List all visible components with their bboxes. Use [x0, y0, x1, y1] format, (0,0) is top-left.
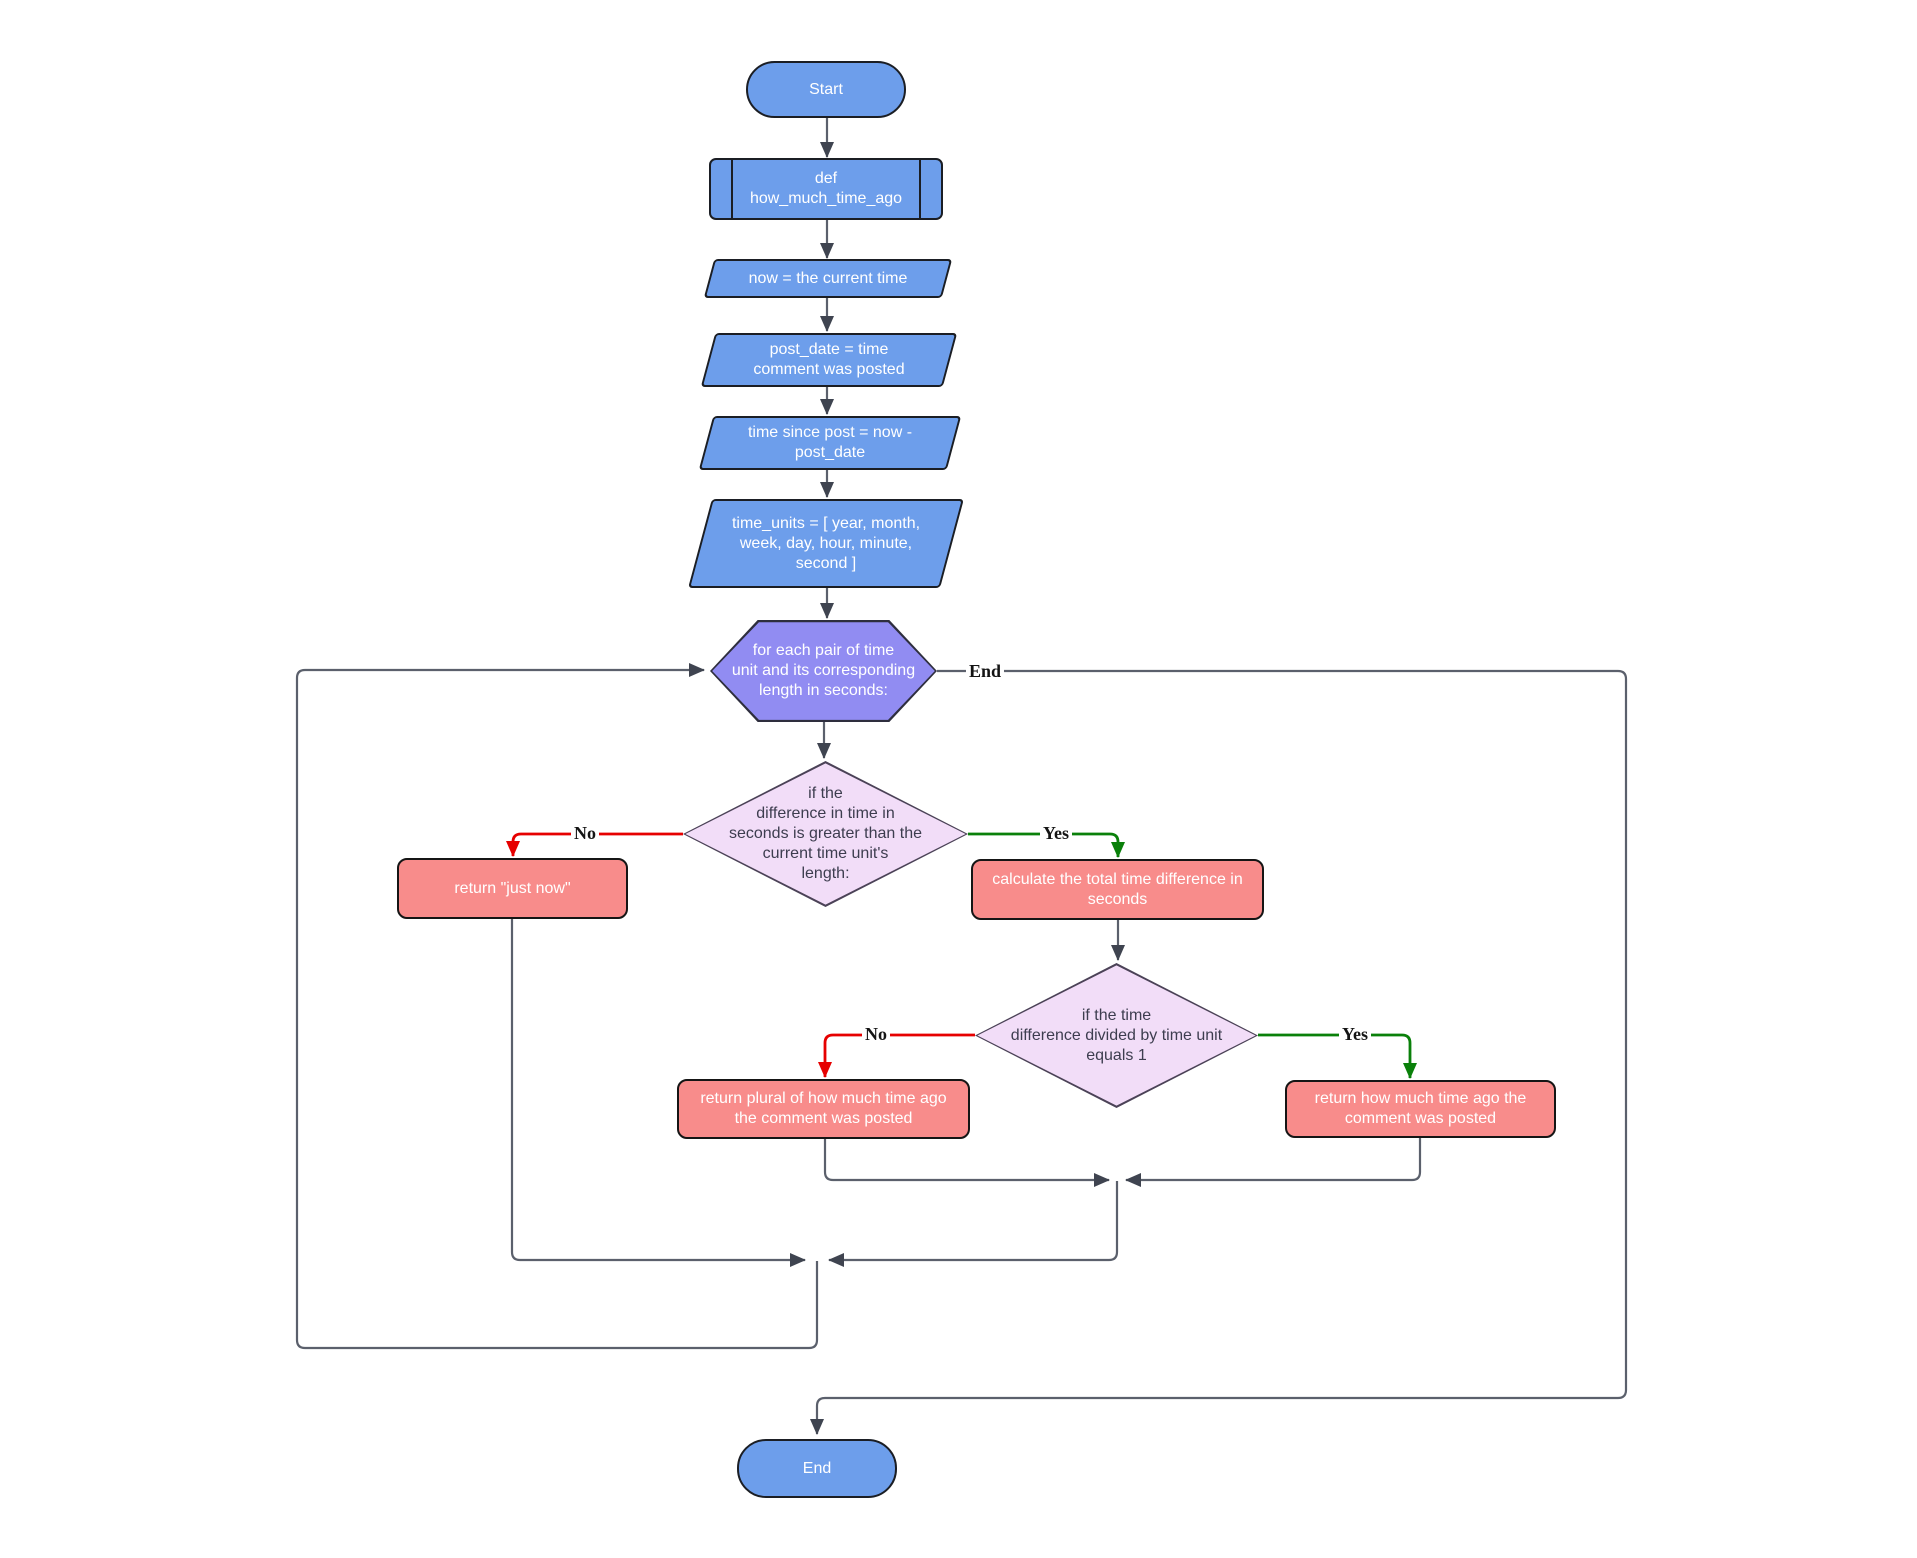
return-just-now-label: return "just now": [454, 879, 571, 897]
start-terminator: Start: [746, 61, 906, 118]
now-label: now = the current time: [748, 269, 908, 287]
edge-label-no: No: [862, 1025, 890, 1043]
edge-label-end: End: [965, 662, 1005, 680]
edge-label-yes: Yes: [1339, 1025, 1371, 1043]
time-units-label: time_units = [ year, month, week, day, h…: [731, 514, 921, 572]
data-time-units: time_units = [ year, month, week, day, h…: [688, 499, 964, 588]
calculate-total-label: calculate the total time difference in s…: [992, 870, 1243, 908]
subroutine-stripe-left: [731, 160, 733, 218]
loop-for-each-time-unit: for each pair of time unit and its corre…: [710, 620, 937, 722]
process-calculate-total-difference: calculate the total time difference in s…: [971, 859, 1264, 920]
edge-label-yes: Yes: [1040, 824, 1072, 842]
edge-cond2-yes: [1258, 1033, 1417, 1079]
edge-loop-end-to-end: [810, 669, 1628, 1435]
return-singular-time-ago: return how much time ago the comment was…: [1285, 1080, 1556, 1138]
edge-label-no: No: [571, 824, 599, 842]
subroutine-label: def how_much_time_ago: [749, 170, 903, 207]
data-now-current-time: now = the current time: [703, 259, 953, 298]
edge-justnow-to-merge2: [510, 919, 806, 1267]
data-time-since-post: time since post = now - post_date: [698, 416, 962, 470]
time-since-label: time since post = now - post_date: [747, 424, 913, 461]
subroutine-stripe-right: [919, 160, 921, 218]
end-terminator: End: [737, 1439, 897, 1498]
end-label: End: [802, 1459, 832, 1477]
loop-label: for each pair of time unit and its corre…: [731, 642, 916, 699]
edge-singular-to-merge1: [1125, 1138, 1422, 1187]
post-date-label: post_date = time comment was posted: [753, 341, 905, 378]
edge-loopback-to-loop: [295, 663, 819, 1350]
edge-cond2-no: [818, 1033, 975, 1078]
edge-plural-to-merge1: [823, 1139, 1110, 1187]
edge-cond1-yes: [968, 832, 1125, 858]
start-label: Start: [809, 80, 843, 98]
return-plural-label: return plural of how much time ago the c…: [700, 1090, 947, 1127]
return-just-now: return "just now": [397, 858, 628, 919]
edge-cond1-no: [506, 832, 683, 857]
return-singular-label: return how much time ago the comment was…: [1314, 1090, 1527, 1127]
subroutine-def-how-much-time-ago: def how_much_time_ago: [709, 158, 943, 220]
decision-equals-one-label: if the time difference divided by time u…: [1010, 1006, 1223, 1064]
decision-difference-greater: if the difference in time in seconds is …: [683, 761, 968, 907]
hexagon-shape: [712, 622, 935, 720]
edge-merge1-to-merge2: [828, 1181, 1119, 1267]
decision-equals-one: if the time difference divided by time u…: [975, 963, 1258, 1108]
return-plural-time-ago: return plural of how much time ago the c…: [677, 1079, 970, 1139]
data-post-date: post_date = time comment was posted: [700, 333, 958, 387]
decision-greater-label: if the difference in time in seconds is …: [728, 785, 922, 882]
